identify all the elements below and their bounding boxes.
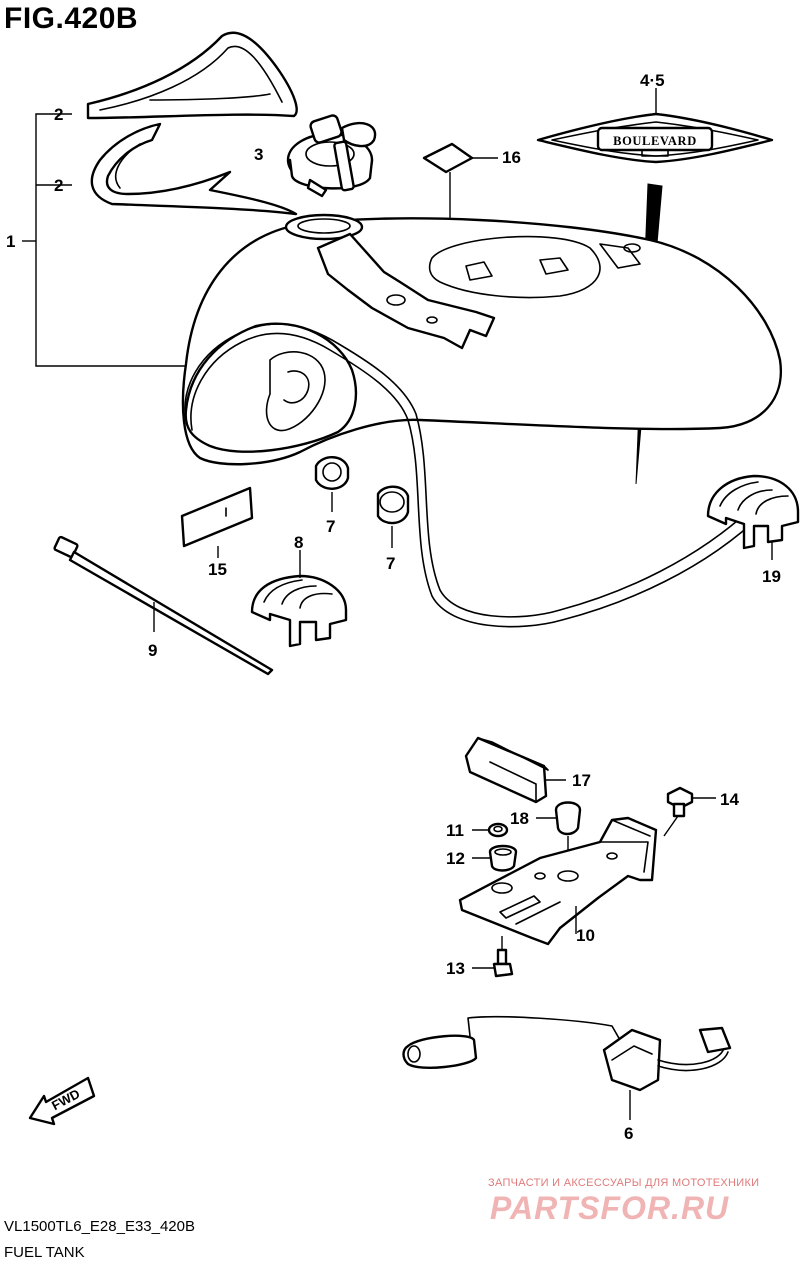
callout-2-upper: 2 xyxy=(54,105,63,124)
tank-stripe-lower xyxy=(90,122,298,216)
callout-13: 13 xyxy=(446,959,465,978)
callout-19: 19 xyxy=(762,567,781,586)
callout-15: 15 xyxy=(208,560,227,579)
callout-6: 6 xyxy=(624,1124,633,1143)
cushion-7-left xyxy=(314,456,350,512)
figure-code: VL1500TL6_E28_E33_420B xyxy=(4,1218,196,1235)
callout-7-left: 7 xyxy=(326,517,335,536)
callout-12: 12 xyxy=(446,849,465,868)
boulevard-emblem: BOULEVARD xyxy=(536,112,774,164)
callout-7-right: 7 xyxy=(386,554,395,573)
bracket-plate-10 xyxy=(458,816,658,946)
callout-10: 10 xyxy=(576,926,595,945)
fuel-cap xyxy=(286,114,377,198)
callout-17: 17 xyxy=(572,771,591,790)
damper-8 xyxy=(250,550,348,648)
callout-numbers: 1 2 2 3 4·5 16 7 7 8 9 15 19 17 14 11 18… xyxy=(6,71,781,1143)
label-15 xyxy=(180,486,254,558)
cable-tie-9 xyxy=(53,535,274,676)
callout-2-lower: 2 xyxy=(54,176,63,195)
pad-17 xyxy=(464,736,566,804)
fuel-level-sender-6 xyxy=(402,1015,732,1120)
callout-4-5: 4·5 xyxy=(640,71,665,90)
damper-19 xyxy=(706,474,800,560)
collar-11 xyxy=(472,822,509,838)
tank-stripe-upper xyxy=(86,31,298,120)
callout-18: 18 xyxy=(510,809,529,828)
callout-16: 16 xyxy=(502,148,521,167)
callout-bracket-1 xyxy=(22,113,185,367)
callout-11: 11 xyxy=(446,821,464,840)
grommet-12 xyxy=(472,844,518,872)
figure-title: FIG.420B xyxy=(4,2,139,35)
callout-1: 1 xyxy=(6,232,15,251)
forward-direction-arrow: FWD xyxy=(28,1076,96,1126)
callout-8: 8 xyxy=(294,533,303,552)
callout-9: 9 xyxy=(148,641,157,660)
watermark-tagline: ЗАПЧАСТИ И АКСЕССУАРЫ ДЛЯ МОТОТЕХНИКИ xyxy=(488,1177,760,1189)
callout-3: 3 xyxy=(254,145,263,164)
figure-name: FUEL TANK xyxy=(4,1244,85,1261)
watermark-logo: PARTSFOR.RU xyxy=(490,1190,730,1226)
cushion-7-right xyxy=(376,485,410,548)
bolt-13 xyxy=(472,936,514,978)
bolt-14 xyxy=(663,786,716,837)
emblem-text: BOULEVARD xyxy=(613,134,697,148)
callout-14: 14 xyxy=(720,790,739,809)
fuel-tank xyxy=(181,213,783,628)
cushion-18 xyxy=(536,801,582,862)
